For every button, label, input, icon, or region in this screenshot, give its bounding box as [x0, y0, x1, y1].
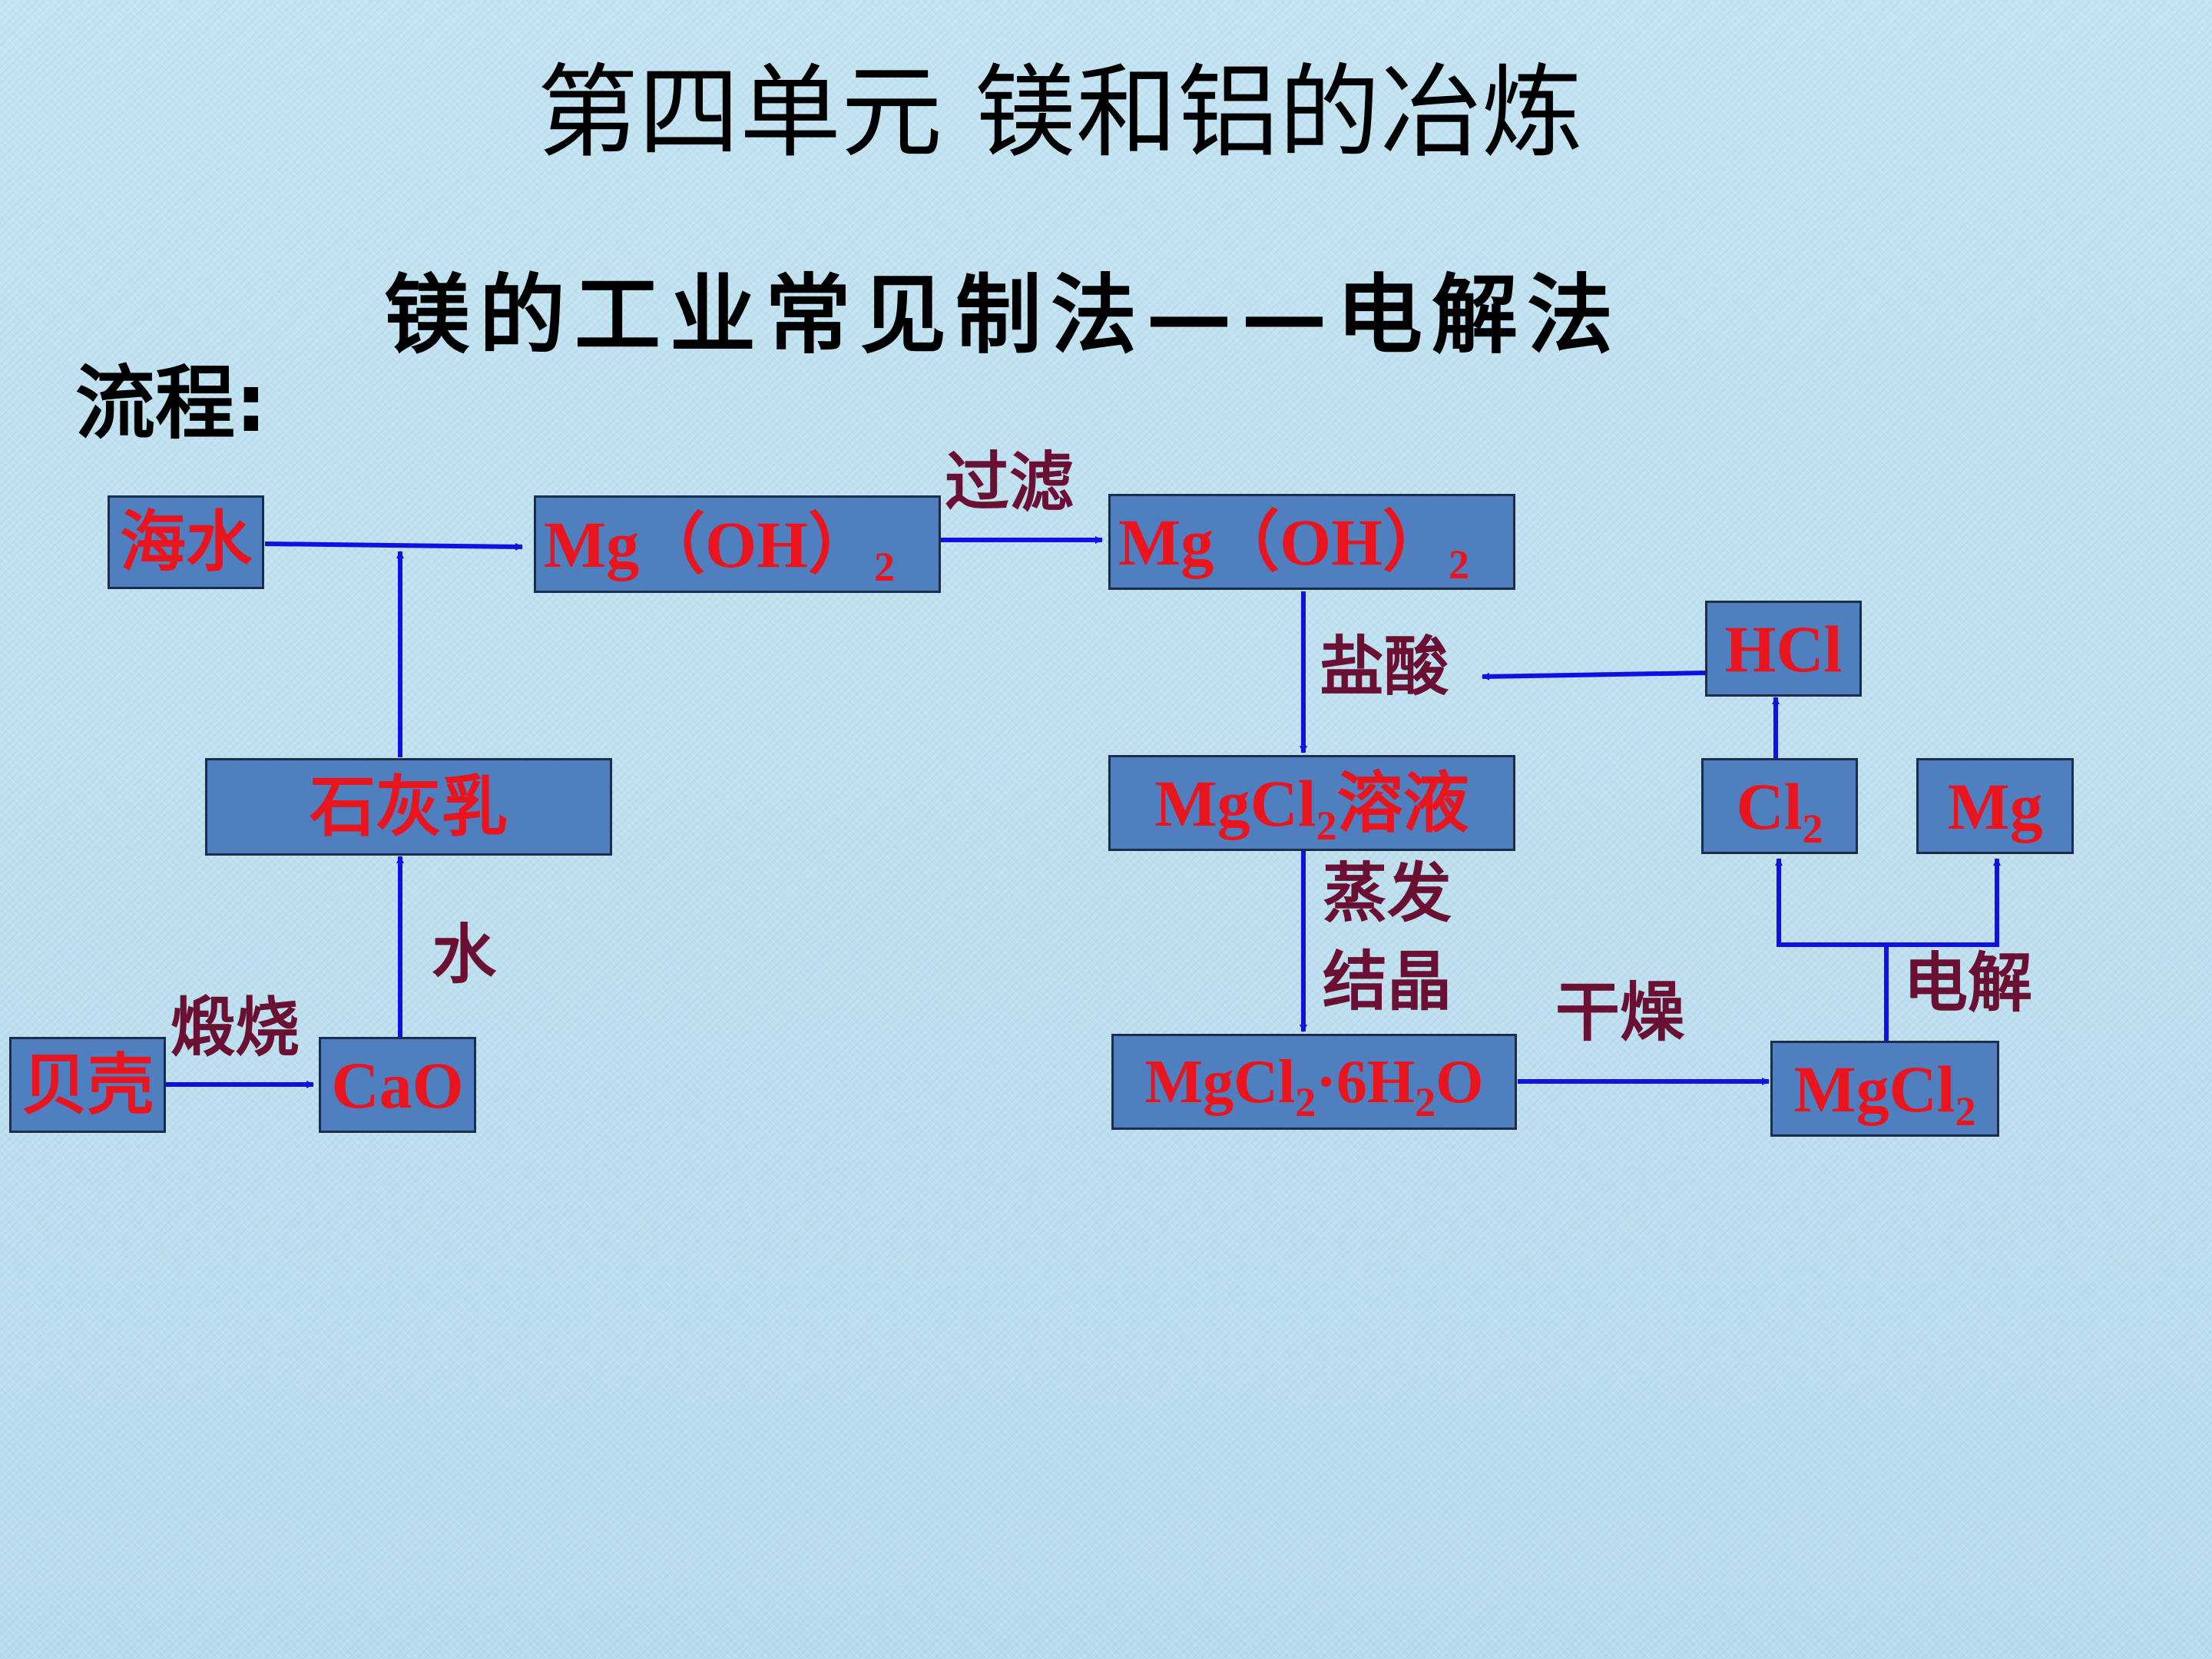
- node-mgoh2-b-label: Mg（OH）2: [1118, 505, 1469, 588]
- page-title: 第四单元 镁和铝的冶炼: [537, 54, 1583, 172]
- arrow-seawater-to-mgoh2: [264, 541, 523, 551]
- step-evaporate-2: 结晶: [1323, 944, 1452, 1019]
- node-cl2-label: Cl2: [1736, 769, 1823, 852]
- step-hydrochloric-acid: 盐酸: [1320, 629, 1449, 704]
- node-mgcl2-hydrate: MgCl2·6H2O: [1111, 1034, 1517, 1130]
- step-water: 水: [432, 917, 497, 992]
- node-mg: Mg: [1916, 758, 2074, 854]
- node-mgoh2-b: Mg（OH）2: [1108, 494, 1515, 590]
- node-mgoh2-a: Mg（OH）2: [534, 495, 941, 593]
- step-evaporate-1: 蒸发: [1323, 856, 1452, 931]
- step-dry: 干燥: [1555, 975, 1685, 1050]
- node-mgcl2-label: MgCl2: [1793, 1051, 1976, 1134]
- node-mg-label: Mg: [1947, 769, 2043, 843]
- node-seawater-label: 海水: [120, 505, 252, 579]
- step-filter: 过滤: [945, 445, 1075, 520]
- node-seawater: 海水: [108, 495, 264, 589]
- arrow-hcl-to-acid: [1482, 671, 1707, 680]
- node-cl2: Cl2: [1701, 758, 1858, 854]
- flow-label: 流程:: [75, 356, 267, 450]
- node-cao-label: CaO: [331, 1048, 464, 1122]
- step-calcine: 煅烧: [171, 990, 300, 1065]
- node-hcl-label: HCl: [1724, 611, 1843, 686]
- subtitle: 镁的工业常见制法——电解法: [384, 265, 1622, 366]
- node-lime-milk: 石灰乳: [205, 758, 612, 856]
- step-electrolysis: 电解: [1903, 945, 2033, 1021]
- node-mgcl2: MgCl2: [1770, 1041, 1999, 1137]
- node-mgcl2-solution-label: MgCl2溶液: [1154, 766, 1469, 849]
- node-cao: CaO: [319, 1037, 476, 1133]
- node-shell-label: 贝壳: [22, 1048, 154, 1122]
- node-lime-milk-label: 石灰乳: [310, 770, 508, 844]
- node-hcl: HCl: [1705, 601, 1862, 697]
- node-shell: 贝壳: [9, 1037, 166, 1133]
- node-mgoh2-a-label: Mg（OH）2: [544, 507, 895, 590]
- node-mgcl2-hydrate-label: MgCl2·6H2O: [1144, 1048, 1484, 1125]
- node-mgcl2-solution: MgCl2溶液: [1108, 755, 1515, 851]
